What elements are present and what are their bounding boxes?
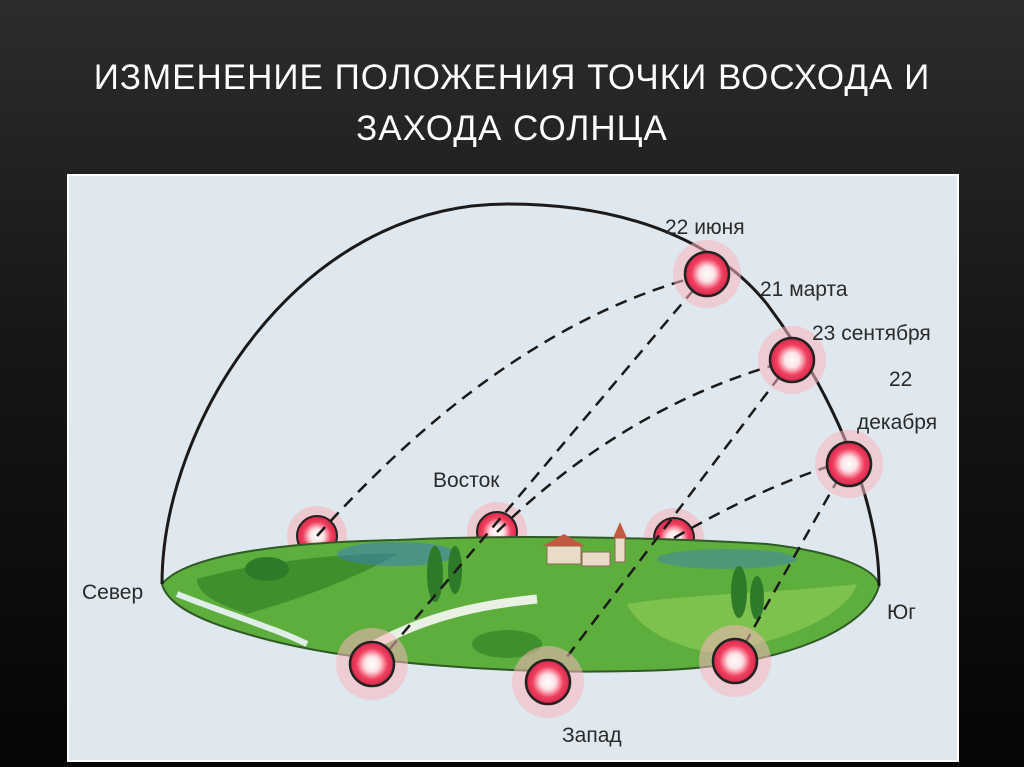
sun-path-diagram: Север Юг Восток Запад 22 июня 21 марта 2… [67,174,959,762]
setting-sun-south-west [699,625,771,697]
path-june-set [376,273,708,665]
sun-december-22 [815,430,883,498]
label-december-22-day: 22 [889,368,912,391]
sun-path-svg: Север Юг Восток Запад 22 июня 21 марта 2… [69,176,957,760]
path-equinox-set [547,359,793,683]
slide-title-line-1: ИЗМЕНЕНИЕ ПОЛОЖЕНИЯ ТОЧКИ ВОСХОДА И [93,58,931,97]
landscape [160,522,881,673]
label-june-22: 22 июня [665,216,745,239]
label-march-21: 21 марта [760,278,848,301]
label-west: Запад [562,724,622,747]
label-north: Север [82,581,143,604]
label-december-22-month: декабря [857,411,937,434]
slide-title-line-2: ЗАХОДА СОЛНЦА [356,109,668,148]
label-east: Восток [433,469,500,492]
label-september-23: 23 сентября [812,322,931,345]
label-south: Юг [887,601,916,624]
slide-title: ИЗМЕНЕНИЕ ПОЛОЖЕНИЯ ТОЧКИ ВОСХОДА И ЗАХО… [0,52,1024,154]
path-equinox-rise [496,358,793,533]
setting-sun-west [512,646,584,718]
setting-sun-north-west [336,628,408,700]
sun-june-22 [673,240,741,308]
sun-equinox [758,326,826,394]
celestial-meridian-arc [160,202,881,587]
